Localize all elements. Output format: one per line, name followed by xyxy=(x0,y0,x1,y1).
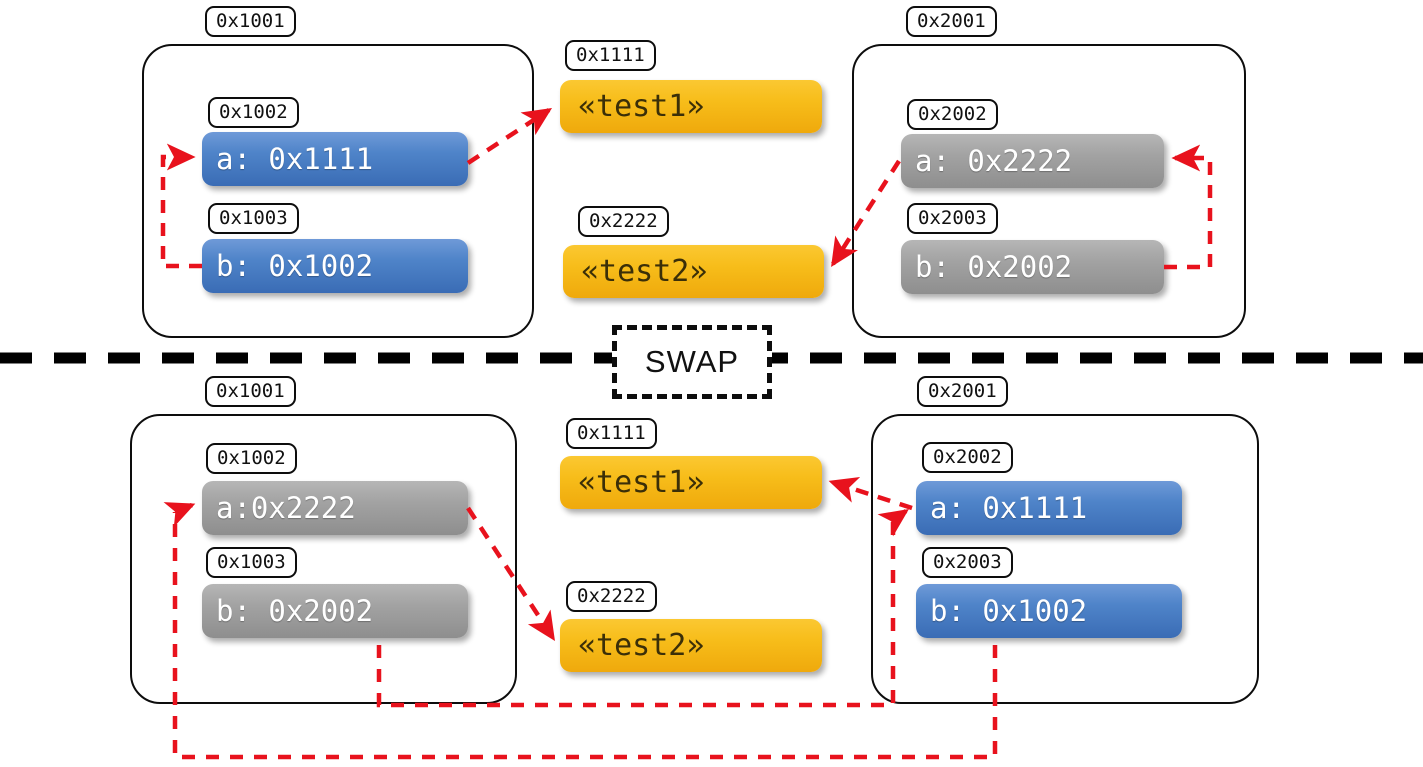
addr-before-left-frame: 0x1001 xyxy=(205,6,296,37)
addr-after-right-slot-1: 0x2003 xyxy=(922,547,1013,578)
cell-after-left-slot-0: a:0x2222 xyxy=(202,481,468,535)
swap-label: SWAP xyxy=(644,344,740,379)
frame-after-left xyxy=(130,414,517,704)
addr-after-left-slot-1: 0x1003 xyxy=(206,547,297,578)
cell-after-left-slot-1: b: 0x2002 xyxy=(202,584,468,638)
addr-before-heap-0: 0x1111 xyxy=(565,40,656,71)
addr-before-heap-1: 0x2222 xyxy=(578,206,669,237)
cell-after-right-slot-0: a: 0x1111 xyxy=(916,481,1182,535)
cell-after-heap-1: «test2» xyxy=(560,619,822,672)
addr-before-right-slot-1: 0x2003 xyxy=(907,203,998,234)
cell-before-right-slot-0: a: 0x2222 xyxy=(901,134,1164,188)
frame-before-left xyxy=(142,44,534,338)
cell-before-left-slot-1: b: 0x1002 xyxy=(202,239,468,293)
swap-badge: SWAP xyxy=(612,325,772,399)
addr-after-right-slot-0: 0x2002 xyxy=(922,442,1013,473)
cell-before-heap-0: «test1» xyxy=(560,80,822,133)
addr-before-right-slot-0: 0x2002 xyxy=(907,99,998,130)
addr-after-heap-1: 0x2222 xyxy=(566,581,657,612)
addr-before-left-slot-0: 0x1002 xyxy=(208,97,299,128)
cell-before-right-slot-1: b: 0x2002 xyxy=(901,240,1164,294)
addr-before-left-slot-1: 0x1003 xyxy=(208,203,299,234)
addr-after-right-frame: 0x2001 xyxy=(917,376,1008,407)
addr-after-left-slot-0: 0x1002 xyxy=(206,443,297,474)
cell-after-heap-0: «test1» xyxy=(560,456,822,509)
cell-before-left-slot-0: a: 0x1111 xyxy=(202,132,468,186)
addr-before-right-frame: 0x2001 xyxy=(906,6,997,37)
addr-after-left-frame: 0x1001 xyxy=(205,376,296,407)
cell-after-right-slot-1: b: 0x1002 xyxy=(916,584,1182,638)
cell-before-heap-1: «test2» xyxy=(563,245,824,298)
addr-after-heap-0: 0x1111 xyxy=(566,418,657,449)
